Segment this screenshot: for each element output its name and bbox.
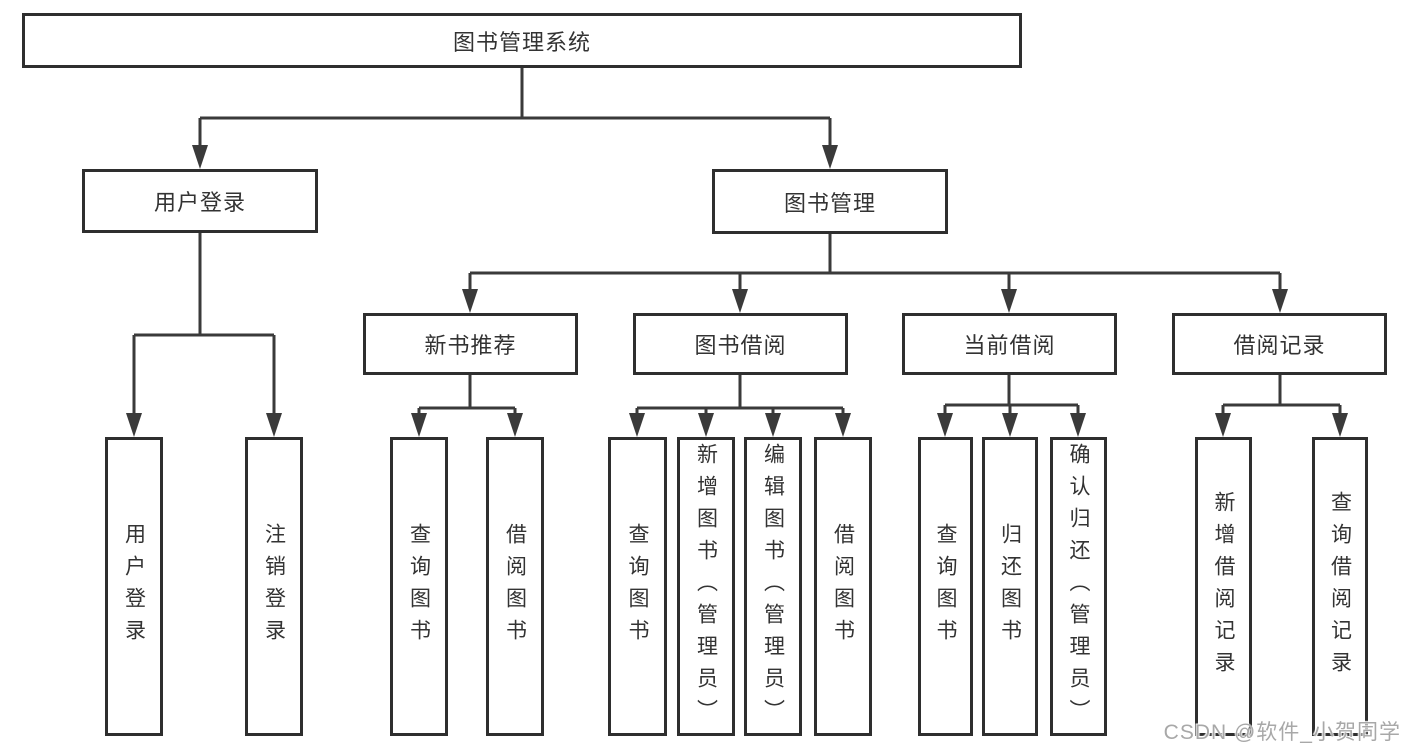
leaf-borrow-query-books: 查询图书	[608, 437, 667, 736]
csdn-watermark: CSDN @软件_小贺同学	[1163, 721, 1401, 744]
node-borrow-records: 借阅记录	[1172, 313, 1387, 375]
leaf-records-add-record: 新增借阅记录	[1195, 437, 1252, 736]
leaf-current-confirm-return-admin-label: 确认归还（管理员）	[1067, 442, 1090, 731]
leaf-newbook-query-books: 查询图书	[390, 437, 448, 736]
node-book-management-label: 图书管理	[783, 190, 876, 216]
leaf-borrow-query-books-label: 查询图书	[626, 522, 649, 651]
node-new-book-recommend: 新书推荐	[363, 313, 578, 375]
leaf-current-return-books-label: 归还图书	[998, 522, 1022, 651]
leaf-newbook-borrow-books: 借阅图书	[486, 437, 544, 736]
leaf-current-confirm-return-admin: 确认归还（管理员）	[1050, 437, 1107, 736]
leaf-logout-label: 注销登录	[262, 522, 286, 651]
leaf-borrow-borrow-books-label: 借阅图书	[831, 522, 855, 651]
leaf-borrow-borrow-books: 借阅图书	[814, 437, 872, 736]
node-system-root-label: 图书管理系统	[452, 29, 591, 55]
node-book-management: 图书管理	[712, 169, 948, 234]
leaf-borrow-edit-books-admin: 编辑图书（管理员）	[744, 437, 802, 736]
leaf-records-query-record: 查询借阅记录	[1312, 437, 1368, 736]
leaf-borrow-edit-books-admin-label: 编辑图书（管理员）	[761, 442, 785, 731]
leaf-current-return-books: 归还图书	[982, 437, 1038, 736]
leaf-user-login-label: 用户登录	[122, 522, 146, 651]
node-current-borrow-label: 当前借阅	[963, 333, 1056, 358]
node-user-login: 用户登录	[82, 169, 318, 233]
leaf-newbook-borrow-books-label: 借阅图书	[503, 522, 527, 651]
leaf-borrow-add-books-admin: 新增图书（管理员）	[677, 437, 735, 736]
leaf-borrow-add-books-admin-label: 新增图书（管理员）	[694, 442, 718, 731]
leaf-current-query-books-label: 查询图书	[934, 522, 957, 651]
leaf-logout: 注销登录	[245, 437, 303, 736]
leaf-current-query-books: 查询图书	[918, 437, 973, 736]
node-system-root: 图书管理系统	[22, 13, 1022, 68]
node-new-book-recommend-label: 新书推荐	[424, 333, 517, 358]
leaf-records-add-record-label: 新增借阅记录	[1212, 490, 1235, 683]
leaf-newbook-query-books-label: 查询图书	[407, 522, 431, 651]
node-book-borrow-label: 图书借阅	[694, 333, 787, 358]
leaf-user-login: 用户登录	[105, 437, 163, 736]
node-current-borrow: 当前借阅	[902, 313, 1117, 375]
node-borrow-records-label: 借阅记录	[1233, 333, 1326, 358]
node-book-borrow: 图书借阅	[633, 313, 848, 375]
node-user-login-label: 用户登录	[153, 190, 246, 215]
leaf-records-query-record-label: 查询借阅记录	[1328, 490, 1352, 683]
